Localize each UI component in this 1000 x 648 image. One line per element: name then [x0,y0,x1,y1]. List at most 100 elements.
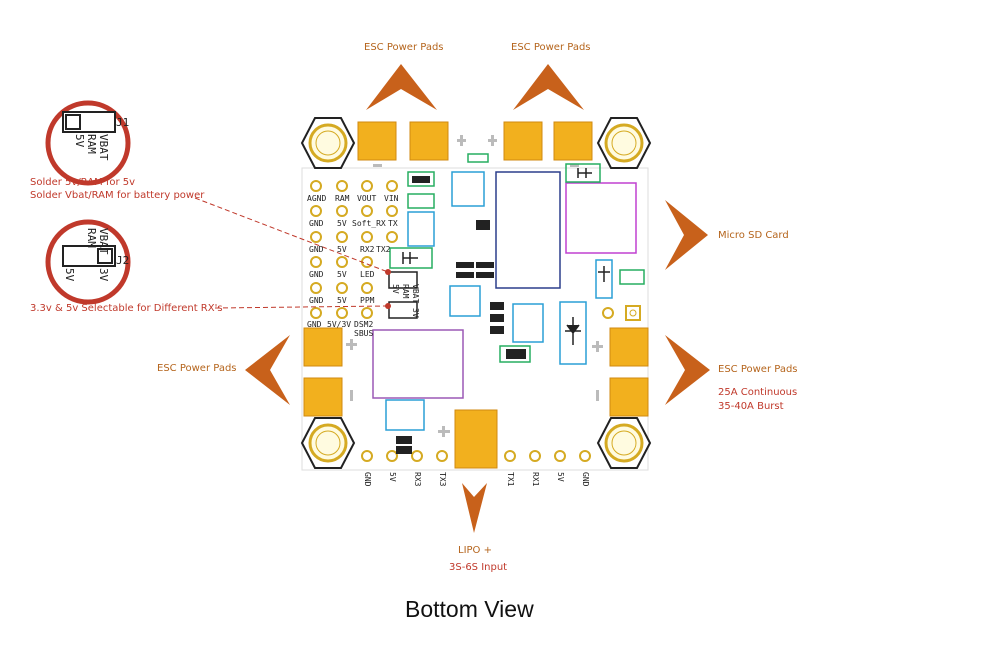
arrow-sd [665,200,708,270]
bottom-pin-label: RX3 [413,472,422,487]
green-part-4 [619,269,645,285]
zoom1-5v: 5V [73,134,86,148]
green-part-5 [467,153,489,163]
callout-lipo-note: 3S-6S Input [449,562,508,573]
pin-label: TX2 [376,245,391,254]
jumper-j2 [388,301,418,319]
pin-label: 5V [337,245,347,254]
callout-esc-top-left: ESC Power Pads [364,42,444,53]
diode-3 [389,247,433,269]
pin-label: GND [307,320,322,329]
bottom-pin-label: RX1 [531,472,540,487]
osd-chip [372,329,464,399]
callout-solder-note2: Solder Vbat/RAM for battery power [30,190,205,201]
pin-label-sbus: SBUS [354,329,374,338]
esc-pad-top-4 [553,121,593,161]
zoom2-j2: J2 [116,254,130,267]
zoom1-j1: J1 [116,116,130,129]
pin-label: VOUT [357,194,377,203]
mcu [495,171,561,289]
zoom1-ram: RAM [85,134,98,154]
jumper-label-vbat: VBAT [411,284,420,304]
pin-label: GND [309,270,324,279]
jumper-label-5v: 5V [391,284,400,294]
bottom-pin-label: TX1 [506,472,515,487]
esc-pad-top-1 [357,121,397,161]
pin-label: RAM [335,194,350,203]
mount-hole-tl [300,117,356,169]
leader-lines [194,197,389,309]
callout-esc-right-note2: 35-40A Burst [718,401,784,412]
gyro [451,171,485,207]
pin-label: VIN [384,194,399,203]
pin-label: AGND [307,194,327,203]
green-part-1 [407,171,435,187]
arrow-left [245,335,290,405]
pin-label: GND [309,219,324,228]
callout-selectable-note: 3.3v & 5v Selectable for Different RX's [30,303,223,314]
arrow-top-left [366,64,437,110]
zoom2-ram: RAM [85,228,98,248]
mount-hole-br [596,417,652,469]
pin-label: DSM2 [354,320,374,329]
pin-label: Soft_RX [352,219,386,228]
mount-holes [300,117,652,469]
esc-pad-right-1 [609,327,649,367]
bottom-pin-label: GND [581,472,590,487]
bottom-pin-label: 5V [388,472,397,482]
callout-micro-sd: Micro SD Card [718,230,789,241]
pin-label: RX2 [360,245,375,254]
esc-pad-right-2 [609,377,649,417]
pin-label: GND [309,296,324,305]
zoom2-5v: 5V [63,268,76,282]
callout-esc-right: ESC Power Pads [718,364,798,375]
callout-esc-left: ESC Power Pads [157,363,237,374]
diode-4 [565,163,601,183]
zoom2-vbat: VBAT [97,228,110,255]
pin-label: TX [388,219,398,228]
pin-label: 5V [337,270,347,279]
pin-label: 5V/3V [327,320,352,329]
sd-slot [565,182,637,254]
polarity-marks [346,135,603,437]
mount-hole-bl [300,417,356,469]
zoom-2 [45,219,131,305]
callout-solder-note1: Solder 5v/RAM for 5v [30,177,136,188]
pin-label: 5V [337,219,347,228]
green-part-3 [499,345,531,363]
jumpers [388,271,418,319]
bottom-pin-label: TX3 [438,472,447,487]
bottom-pin-label: 5V [556,472,565,482]
diode-1 [559,301,587,365]
components [372,153,645,431]
ic-3 [385,399,425,431]
jumper-j1 [388,271,418,289]
esc-pad-left-1 [303,327,343,367]
zoom1-vbat: VBAT [97,134,110,161]
mount-hole-tr [596,117,652,169]
zoom-1 [45,100,131,186]
esc-pads [303,121,649,469]
arrow-right [665,335,710,405]
jumper-label-3v: 3V [411,308,420,318]
zoom2-3v: 3V [97,268,110,282]
bottom-pin-label: GND [363,472,372,487]
page-title: Bottom View [405,596,534,622]
ic-2 [512,303,544,343]
pin-label: 5V [337,296,347,305]
diode-symbols [402,168,610,345]
arrows [245,64,710,533]
pin-label: PPM [360,296,375,305]
arrow-top-right [513,64,584,110]
green-part-2 [407,193,435,209]
ic-1 [407,211,435,247]
baro [449,285,481,317]
pin-label: LED [360,270,375,279]
callout-esc-top-right: ESC Power Pads [511,42,591,53]
pin-label: GND [309,245,324,254]
diode-2 [595,259,613,299]
arrow-lipo [462,483,487,533]
jumper-label-ram: RAM [401,284,410,299]
